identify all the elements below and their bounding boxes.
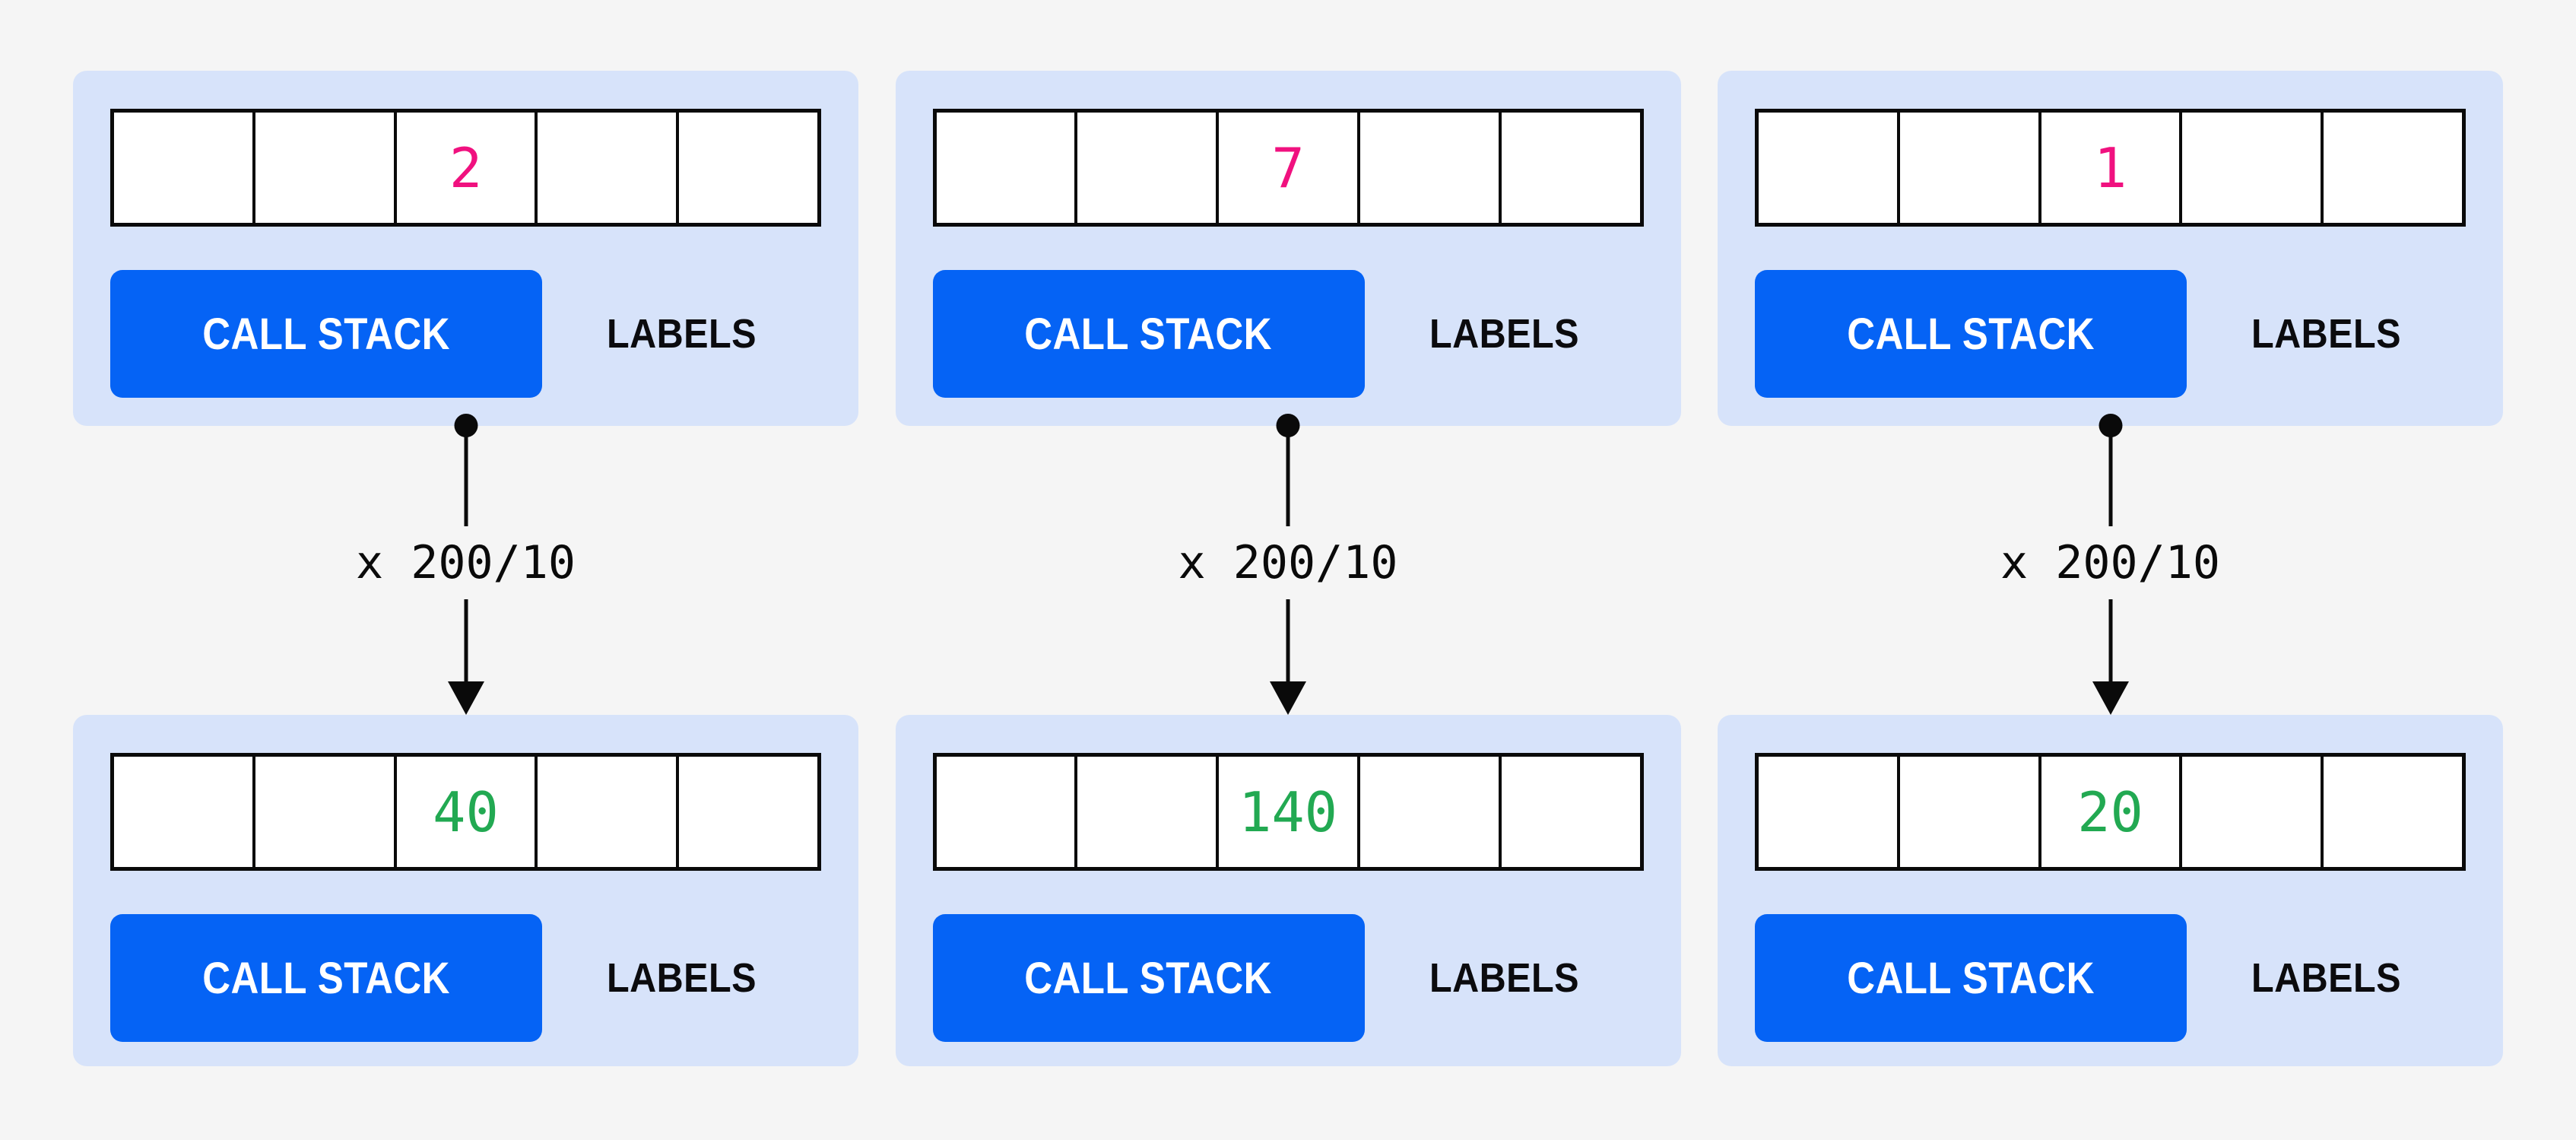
array-cell <box>535 757 676 867</box>
array-cell <box>1074 113 1216 223</box>
arrowhead-icon <box>2092 681 2129 715</box>
call-stack-button[interactable]: CALL STACK <box>1755 270 2187 398</box>
call-stack-button-label: CALL STACK <box>202 953 450 1003</box>
pipeline-column-1: 2 CALL STACK LABELS x 200/10 <box>73 71 858 1066</box>
panel-controls: CALL STACK LABELS <box>932 270 1644 398</box>
panel-controls: CALL STACK LABELS <box>1755 914 2466 1042</box>
labels-tab-label: LABELS <box>1429 311 1579 357</box>
array-cell <box>937 113 1075 223</box>
array-panel-top: 1 CALL STACK LABELS <box>1718 71 2503 426</box>
panel-controls: CALL STACK LABELS <box>110 914 821 1042</box>
array-cell: 2 <box>393 113 535 223</box>
array-cell: 40 <box>393 757 535 867</box>
array-cell <box>535 113 676 223</box>
panel-controls: CALL STACK LABELS <box>932 914 1644 1042</box>
flow-dot-icon <box>454 414 477 437</box>
call-stack-button-label: CALL STACK <box>1847 953 2095 1003</box>
arrowhead-icon <box>447 681 484 715</box>
array-cell-value: 140 <box>1238 780 1338 844</box>
call-stack-button-label: CALL STACK <box>1847 309 2095 359</box>
labels-tab[interactable]: LABELS <box>542 954 821 1002</box>
array-cell: 20 <box>2038 757 2180 867</box>
flow-dot-icon <box>2099 414 2122 437</box>
labels-tab[interactable]: LABELS <box>1365 954 1644 1002</box>
operation-label: x 200/10 <box>2000 536 2220 589</box>
array-panel-bottom: 40 CALL STACK LABELS <box>73 715 858 1066</box>
array-cell <box>1759 757 1897 867</box>
array-cell <box>2179 757 2321 867</box>
array-cell <box>1498 113 1640 223</box>
array-cell <box>1759 113 1897 223</box>
flow-connector: x 200/10 <box>1718 414 2503 715</box>
labels-tab[interactable]: LABELS <box>542 310 821 357</box>
array-cell: 1 <box>2038 113 2180 223</box>
array-cells: 2 <box>110 109 821 227</box>
flow-line-lower <box>2108 599 2112 683</box>
labels-tab[interactable]: LABELS <box>2187 954 2466 1002</box>
array-cell-value: 7 <box>1271 135 1305 200</box>
flow-connector: x 200/10 <box>73 414 858 715</box>
array-panel-bottom: 20 CALL STACK LABELS <box>1718 715 2503 1066</box>
call-stack-button-label: CALL STACK <box>1024 953 1273 1003</box>
array-cell <box>114 113 252 223</box>
array-panel-top: 2 CALL STACK LABELS <box>73 71 858 426</box>
arrowhead-icon <box>1270 681 1306 715</box>
array-cell: 140 <box>1216 757 1357 867</box>
operation-label: x 200/10 <box>1178 536 1398 589</box>
flow-line-upper <box>2108 433 2112 526</box>
array-cell <box>1356 113 1499 223</box>
array-cell <box>114 757 252 867</box>
array-cell <box>2321 113 2462 223</box>
array-cells: 1 <box>1755 109 2466 227</box>
array-panel-top: 7 CALL STACK LABELS <box>895 71 1681 426</box>
flow-line-lower <box>1286 599 1290 683</box>
labels-tab-label: LABELS <box>2251 955 2402 1001</box>
call-stack-button[interactable]: CALL STACK <box>932 914 1365 1042</box>
array-cells: 20 <box>1755 753 2466 871</box>
call-stack-button-label: CALL STACK <box>1024 309 1273 359</box>
flow-line-upper <box>1286 433 1290 526</box>
call-stack-button-label: CALL STACK <box>202 309 450 359</box>
array-cell: 7 <box>1216 113 1357 223</box>
array-cells: 40 <box>110 753 821 871</box>
call-stack-button[interactable]: CALL STACK <box>110 914 542 1042</box>
operation-label: x 200/10 <box>356 536 576 589</box>
call-stack-button[interactable]: CALL STACK <box>932 270 1365 398</box>
array-cell <box>2179 113 2321 223</box>
array-panel-bottom: 140 CALL STACK LABELS <box>895 715 1681 1066</box>
array-cell-value: 20 <box>2077 780 2143 844</box>
array-cell-value: 40 <box>433 780 499 844</box>
flow-line-lower <box>464 599 468 683</box>
pipeline-column-3: 1 CALL STACK LABELS x 200/10 <box>1718 71 2503 1066</box>
call-stack-button[interactable]: CALL STACK <box>110 270 542 398</box>
array-cell <box>2321 757 2462 867</box>
array-cell <box>252 757 394 867</box>
panel-controls: CALL STACK LABELS <box>110 270 821 398</box>
array-cell <box>937 757 1075 867</box>
array-cells: 140 <box>932 753 1644 871</box>
array-cell-value: 1 <box>2093 135 2127 200</box>
labels-tab-label: LABELS <box>606 955 757 1001</box>
array-cell <box>1074 757 1216 867</box>
array-cells: 7 <box>932 109 1644 227</box>
labels-tab-label: LABELS <box>606 311 757 357</box>
labels-tab-label: LABELS <box>1429 955 1579 1001</box>
array-cell <box>1498 757 1640 867</box>
array-cell <box>1356 757 1499 867</box>
labels-tab-label: LABELS <box>2251 311 2402 357</box>
array-cell-value: 2 <box>449 135 483 200</box>
flow-connector: x 200/10 <box>896 414 1681 715</box>
flow-dot-icon <box>1276 414 1300 437</box>
labels-tab[interactable]: LABELS <box>1365 310 1644 357</box>
panel-controls: CALL STACK LABELS <box>1755 270 2466 398</box>
labels-tab[interactable]: LABELS <box>2187 310 2466 357</box>
call-stack-button[interactable]: CALL STACK <box>1755 914 2187 1042</box>
pipeline-column-2: 7 CALL STACK LABELS x 200/10 <box>895 71 1681 1066</box>
array-cell <box>676 757 817 867</box>
flow-line-upper <box>464 433 468 526</box>
array-cell <box>1896 113 2038 223</box>
array-cell <box>1896 757 2038 867</box>
array-cell <box>676 113 817 223</box>
array-cell <box>252 113 394 223</box>
